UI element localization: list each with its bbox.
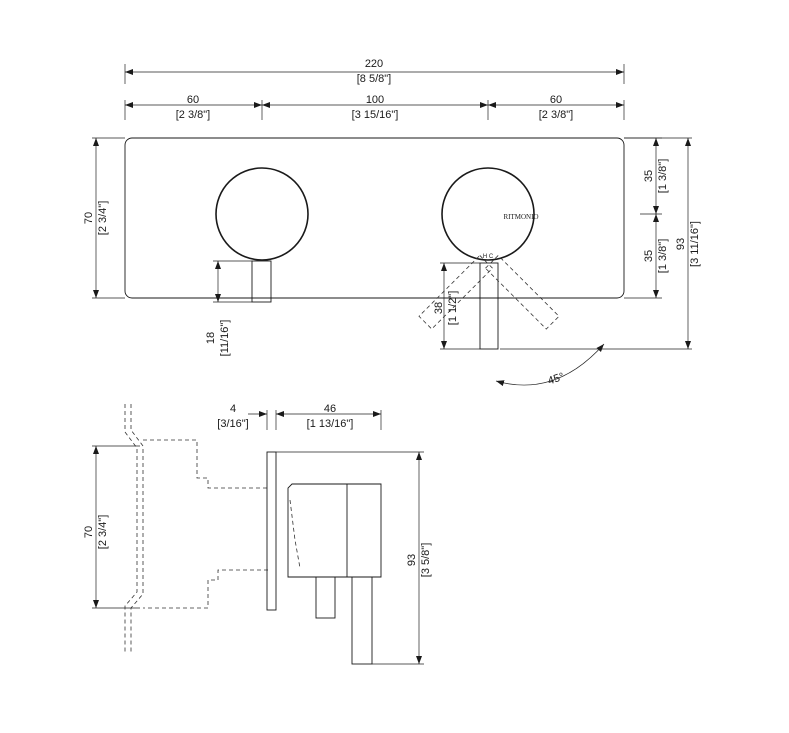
lower-right-inch: [1 3/8"]	[657, 239, 669, 273]
front-view: 220 [8 5/8"] 60 [2 3/8"] 100 [3 15/16"] …	[83, 58, 701, 387]
side-short-stem	[315, 576, 336, 619]
upper-right-inch: [1 3/8"]	[657, 159, 669, 193]
dim-right-stack: 35 [1 3/8"] 35 [1 3/8"]	[624, 137, 669, 299]
dim-total-width: 220 [8 5/8"]	[124, 58, 625, 85]
seg-right-inch: [2 3/8"]	[539, 109, 573, 121]
seg-right-value: 60	[550, 94, 562, 106]
embedded-body	[143, 439, 268, 609]
stem-short-inch: [11/16"]	[219, 320, 231, 357]
side-view: 4 [3/16"] 46 [1 13/16"] 70 [2 3/4"]	[83, 403, 432, 665]
seg-left-inch: [2 3/8"]	[176, 109, 210, 121]
cover-plate	[124, 137, 625, 299]
dim-plate-height: 70 [2 3/4"]	[83, 137, 125, 299]
body-depth-inch: [1 13/16"]	[307, 418, 354, 430]
side-overall-height-value: 93	[406, 554, 418, 566]
body-depth-value: 46	[324, 403, 336, 415]
wall-cut-line-inner	[130, 404, 144, 652]
total-width-inch: [8 5/8"]	[357, 73, 391, 85]
dim-stem-short: 18 [11/16"]	[205, 260, 252, 357]
side-height-value: 70	[83, 526, 95, 538]
embedded-body-detail	[289, 499, 301, 569]
lever-length-value: 38	[433, 302, 445, 314]
overall-height-inch: [3 11/16"]	[689, 221, 701, 267]
seg-left-value: 60	[187, 94, 199, 106]
left-stem	[251, 260, 272, 303]
upper-right-value: 35	[643, 170, 655, 182]
seg-mid-inch: [3 15/16"]	[352, 109, 399, 121]
total-width-value: 220	[365, 58, 383, 70]
plate-height-inch: [2 3/4"]	[97, 201, 109, 235]
plate-height-value: 70	[83, 212, 95, 224]
side-overall-height-inch: [3 5/8"]	[420, 543, 432, 577]
dim-rotation-angle: 45°	[495, 343, 605, 388]
lower-right-value: 35	[643, 250, 655, 262]
seg-mid-value: 100	[366, 94, 384, 106]
wall-cut-line	[124, 404, 138, 652]
plate-thickness-value: 4	[230, 403, 236, 415]
brand-mark: RITMONIO	[504, 213, 539, 221]
lever-rotated-left	[418, 254, 494, 330]
side-handle-body	[287, 483, 382, 578]
dim-side-height: 70 [2 3/4"]	[83, 445, 140, 609]
side-lever	[351, 576, 373, 665]
stem-short-value: 18	[205, 332, 217, 344]
overall-height-value: 93	[675, 238, 687, 250]
rotation-angle-value: 45°	[546, 371, 566, 388]
dim-segments: 60 [2 3/8"] 100 [3 15/16"] 60 [2 3/8"]	[124, 94, 625, 121]
side-plate	[266, 451, 277, 611]
lever-rotated-right	[484, 254, 560, 330]
hot-cold-label: H C	[483, 254, 494, 260]
dim-overall-height: 93 [3 11/16"]	[500, 137, 701, 350]
dim-lever-length: 38 [1 1/2"]	[433, 262, 480, 350]
right-lever	[479, 262, 499, 350]
dim-side-depth: 4 [3/16"] 46 [1 13/16"]	[217, 403, 382, 430]
left-knob	[215, 167, 309, 261]
side-height-inch: [2 3/4"]	[97, 515, 109, 549]
plate-thickness-inch: [3/16"]	[217, 418, 248, 430]
lever-length-inch: [1 1/2"]	[447, 291, 459, 325]
dim-side-overall-height: 93 [3 5/8"]	[276, 451, 432, 665]
right-knob	[441, 167, 535, 261]
